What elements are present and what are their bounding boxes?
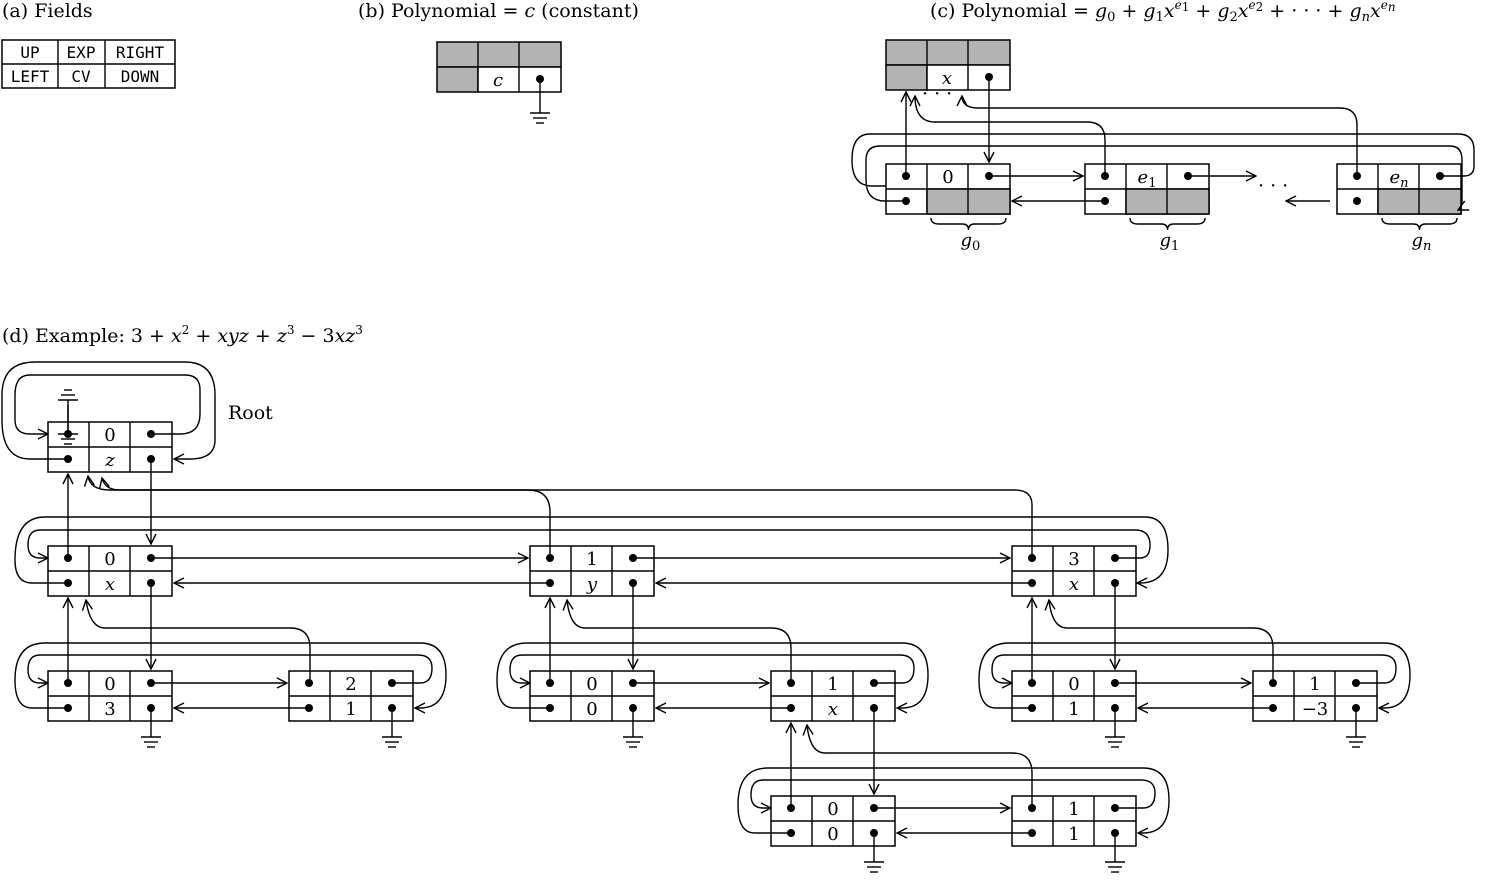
y1-sub-circular-right xyxy=(509,654,915,683)
panel-a-label: (a) Fields xyxy=(2,0,93,22)
panel-b-label: (b) Polynomial = c (constant) xyxy=(358,0,639,22)
x0-sub-circular-left xyxy=(14,642,447,708)
panel-d-label: (d) Example: 3 + x2 + xyz + z3 − 3xz3 xyxy=(2,323,363,347)
panel-c-structure: x · · · 0 g0 e1 g1 en gn · · · xyxy=(851,39,1475,254)
node-c1c: 11 xyxy=(1011,795,1137,847)
node-cm3: 1−3 xyxy=(1252,670,1378,722)
term-ellipsis: · · · xyxy=(1258,175,1288,197)
coef-brace-1 xyxy=(1129,217,1206,231)
c1c-up xyxy=(807,725,1033,808)
node-xy1: 1x xyxy=(770,670,896,722)
term-exp-2: en xyxy=(1389,167,1408,191)
node-x3: 3x xyxy=(1011,545,1137,597)
constant-node: c xyxy=(436,41,562,124)
node-root-exp: 0 xyxy=(104,425,115,446)
constant-cell: c xyxy=(493,70,503,91)
node-cm3-exp: 1 xyxy=(1309,674,1320,695)
node-c0-exp: 0 xyxy=(586,674,597,695)
coef-brace-0 xyxy=(930,217,1007,231)
root-label: Root xyxy=(228,402,273,424)
node-root: 0z xyxy=(47,421,173,473)
node-c0b: 00 xyxy=(770,795,896,847)
coef-label-2: gn xyxy=(1412,230,1432,254)
node-c1b-cv: 1 xyxy=(1068,699,1079,720)
x0-sub-circular-right xyxy=(27,654,433,683)
fields-table: UP EXP RIGHT LEFT CV DOWN xyxy=(1,39,176,89)
coef-label-1: g1 xyxy=(1160,230,1180,254)
node-c0b-exp: 0 xyxy=(827,799,838,820)
node-c1c-exp: 1 xyxy=(1068,799,1079,820)
term-exp-0: 0 xyxy=(942,167,953,188)
x3-sub-circular-left xyxy=(978,642,1411,708)
node-y1-cv: y xyxy=(586,574,598,595)
node-cm3-cv: −3 xyxy=(1302,699,1329,720)
term-node-0: 0 xyxy=(885,163,1011,215)
node-y1: 1y xyxy=(529,545,655,597)
node-x0-exp: 0 xyxy=(104,549,115,570)
node-xy1-exp: 1 xyxy=(827,674,838,695)
up-link-n xyxy=(962,96,1358,176)
node-c1: 21 xyxy=(288,670,414,722)
node-x0: 0x xyxy=(47,545,173,597)
x3-up xyxy=(102,478,1033,558)
field-up: UP xyxy=(20,43,39,62)
term-node-2: en xyxy=(1336,163,1462,215)
node-c3: 03 xyxy=(47,670,173,722)
node-c0-cv: 0 xyxy=(586,699,597,720)
root-right-self xyxy=(14,374,201,434)
field-down: DOWN xyxy=(121,67,160,86)
node-y1-exp: 1 xyxy=(586,549,597,570)
coef-label-0: g0 xyxy=(961,230,981,254)
coef-brace-2 xyxy=(1381,217,1458,231)
node-c1b-exp: 0 xyxy=(1068,674,1079,695)
field-left: LEFT xyxy=(11,67,50,86)
node-c3-exp: 0 xyxy=(104,674,115,695)
node-c0b-cv: 0 xyxy=(827,824,838,845)
node-c1b: 01 xyxy=(1011,670,1137,722)
panel-c-label: (c) Polynomial = g0 + g1xe1 + g2xe2 + · … xyxy=(930,0,1396,25)
circular-left-link xyxy=(865,145,1462,210)
xy1-sub-circular-right xyxy=(750,779,1156,808)
x3-sub-circular-right xyxy=(991,654,1397,683)
xy1-sub-circular-left xyxy=(737,767,1170,833)
node-c3-cv: 3 xyxy=(104,699,115,720)
node-c1-cv: 1 xyxy=(345,699,356,720)
field-exp: EXP xyxy=(67,43,96,62)
c1-up xyxy=(86,600,311,683)
head-ellipsis: · · · xyxy=(922,83,952,105)
cm3-up xyxy=(1049,600,1274,683)
node-x3-exp: 3 xyxy=(1068,549,1079,570)
xy1-up xyxy=(567,600,792,683)
field-cv: CV xyxy=(71,67,91,86)
node-x3-cv: x xyxy=(1069,574,1079,595)
y1-sub-circular-left xyxy=(496,642,929,708)
field-right: RIGHT xyxy=(116,43,165,62)
level1-circular-right xyxy=(27,529,1151,558)
level1-circular-left xyxy=(14,516,1169,583)
root-left-self xyxy=(1,361,216,459)
head-cell-x: x xyxy=(942,68,952,89)
term-node-1: e1 xyxy=(1084,163,1210,215)
node-xy1-cv: x xyxy=(828,699,838,720)
circular-right-link xyxy=(851,133,1475,187)
node-c0: 00 xyxy=(529,670,655,722)
node-root-cv: z xyxy=(104,450,115,471)
term-exp-1: e1 xyxy=(1138,167,1157,191)
node-x0-cv: x xyxy=(105,574,115,595)
node-c1c-cv: 1 xyxy=(1068,824,1079,845)
node-c1-exp: 2 xyxy=(345,674,356,695)
